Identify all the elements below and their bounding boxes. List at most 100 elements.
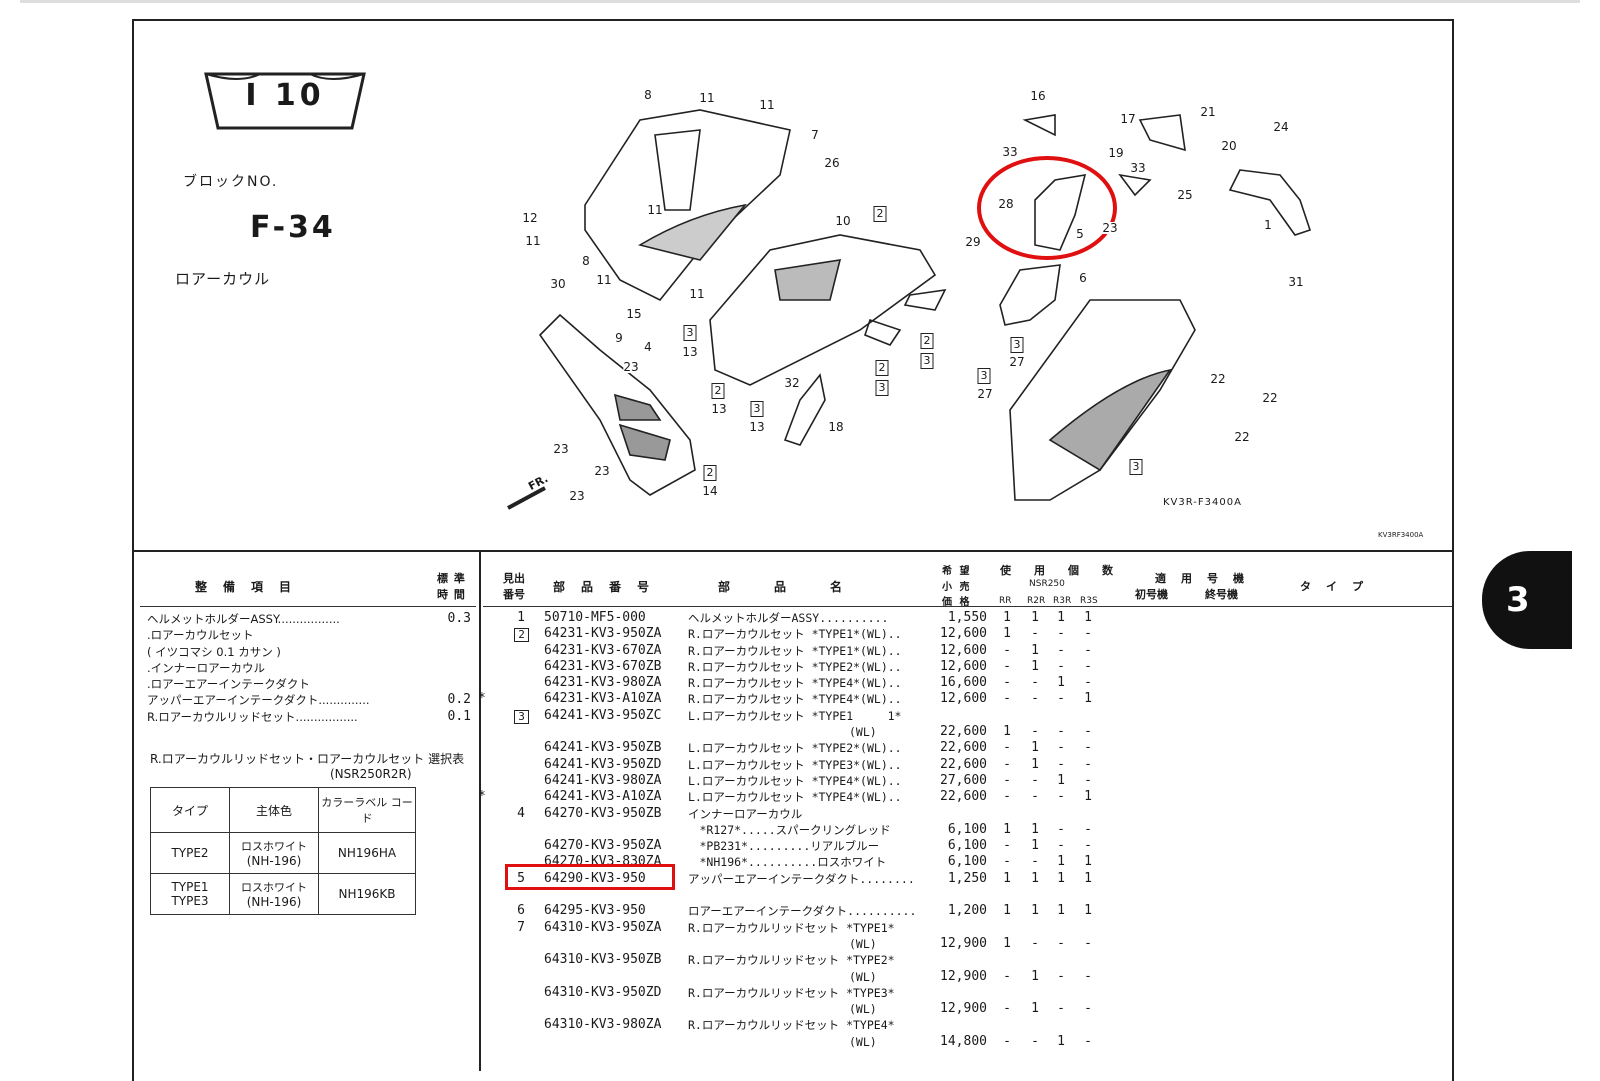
part-price: 1,550 [947, 610, 987, 625]
qty-col-header: R3S [1080, 596, 1098, 606]
qty-col-header: R3R [1053, 596, 1072, 606]
qty-value: 1 [1031, 610, 1039, 625]
callout-number: 2 [875, 360, 889, 376]
callout-number: 2 [873, 206, 887, 222]
sel-color: ロスホワイト(NH-196) [229, 873, 319, 915]
part-price: 27,600 [940, 772, 987, 788]
part-number: 64231-KV3-670ZB [544, 658, 662, 674]
qty-value: 1 [1003, 626, 1011, 642]
highlight-box [505, 864, 675, 890]
part-number: 64310-KV3-950ZB [544, 952, 662, 968]
callout-number: 12 [522, 211, 538, 225]
qty-value: - [1031, 691, 1039, 707]
qty-value: - [1057, 724, 1065, 740]
qty-value: 1 [1084, 789, 1092, 805]
column-divider [479, 551, 481, 1071]
callout-number: 28 [998, 197, 1014, 211]
qty-value: - [1057, 756, 1065, 772]
part-name: R.ロアーカウルリッドセット *TYPE3* [688, 985, 895, 1000]
qty-value: - [1084, 658, 1092, 674]
callout-number: 29 [965, 235, 981, 249]
part-name: R.ロアーカウルセット *TYPE4*(WL).. [688, 676, 902, 691]
qty-value: 1 [1057, 870, 1065, 886]
qty-value: - [1003, 691, 1011, 707]
qty-value: - [1031, 626, 1039, 642]
sel-type: TYPE1 TYPE3 [150, 873, 230, 915]
part-price: 12,600 [940, 626, 987, 642]
labor-row: ヘルメットホルダーASSY.................0.3 [147, 611, 477, 627]
ref-header-2: 番号 [503, 588, 525, 601]
part-price: 12,900 [940, 1001, 987, 1017]
price-header-3: 価 格 [942, 597, 972, 608]
part-price: 22,600 [940, 740, 987, 756]
callout-number: 7 [811, 128, 819, 142]
qty-value: - [1031, 772, 1039, 788]
sel-label: NH196HA [318, 832, 416, 874]
inner-cowl-part [709, 234, 937, 386]
callout-number: 8 [582, 254, 590, 268]
selection-model: (NSR250R2R) [330, 767, 412, 781]
sel-header-label: カラーラベル コード [318, 787, 416, 833]
sel-color: ロスホワイト(NH-196) [229, 832, 319, 874]
diagram-code-small: KV3RF3400A [1378, 531, 1424, 539]
section-title: ロアーカウル [175, 270, 271, 288]
part-name: *NH196*..........ロスホワイト [688, 855, 887, 870]
block-badge: I 10 [245, 78, 325, 113]
part-name: (WL) [688, 936, 877, 951]
qty-value: 1 [1003, 821, 1011, 837]
qty-value: - [1084, 756, 1092, 772]
callout-number: 3 [750, 401, 764, 417]
callout-number: 23 [623, 360, 639, 374]
qty-value: - [1057, 935, 1065, 951]
parts-row: 64231-KV3-670ZB R.ロアーカウルセット *TYPE2*(WL)..… [483, 659, 1123, 675]
callout-number: 23 [553, 442, 569, 456]
ref-number: 3 [514, 709, 529, 724]
labor-time: 0.2 [447, 692, 471, 708]
part-name: L.ロアーカウルセット *TYPE4*(WL).. [688, 773, 902, 788]
part-name: R.ロアーカウルセット *TYPE2*(WL).. [688, 659, 902, 674]
part-name: L.ロアーカウルセット *TYPE3*(WL).. [688, 757, 902, 772]
catalog-page [132, 19, 1454, 1081]
part-number: 64310-KV3-950ZA [544, 919, 662, 935]
qty-value: 1 [1084, 870, 1092, 886]
qty-value: 1 [1003, 870, 1011, 886]
qty-value: - [1003, 838, 1011, 854]
callout-number: 3 [1129, 459, 1143, 475]
ref-number: 5 [517, 870, 525, 886]
qty-value: - [1031, 854, 1039, 870]
ref-header-1: 見出 [503, 572, 525, 585]
qty-value: - [1057, 789, 1065, 805]
qty-value: - [1003, 1001, 1011, 1017]
applic-first-header: 初号機 [1135, 588, 1168, 601]
highlight-ellipse [977, 156, 1117, 260]
part-number: 50710-MF5-000 [544, 610, 646, 625]
left-cowl-part [538, 313, 696, 496]
page-tab: 3 [1482, 551, 1572, 649]
change-mark: * [478, 691, 486, 707]
part-name: R.ロアーカウルセット *TYPE1*(WL).. [688, 627, 902, 642]
block-no: F-34 [250, 210, 336, 245]
upper-cowl-part [584, 109, 791, 302]
callout-number: 27 [977, 387, 993, 401]
ref-number: 2 [514, 628, 529, 643]
qty-value: - [1057, 968, 1065, 984]
labor-item: アッパーエアーインテークダクト.............. [147, 693, 370, 708]
part-name: アッパーエアーインテークダクト........ [688, 871, 915, 886]
labor-time: 0.3 [447, 611, 471, 626]
part-price: 12,600 [940, 642, 987, 658]
part-name: (WL) [688, 1034, 877, 1049]
part-price: 6,100 [947, 854, 987, 870]
qty-value: - [1057, 838, 1065, 854]
part-price: 1,200 [947, 903, 987, 919]
callout-number: 22 [1262, 391, 1278, 405]
callout-number: 2 [703, 465, 717, 481]
